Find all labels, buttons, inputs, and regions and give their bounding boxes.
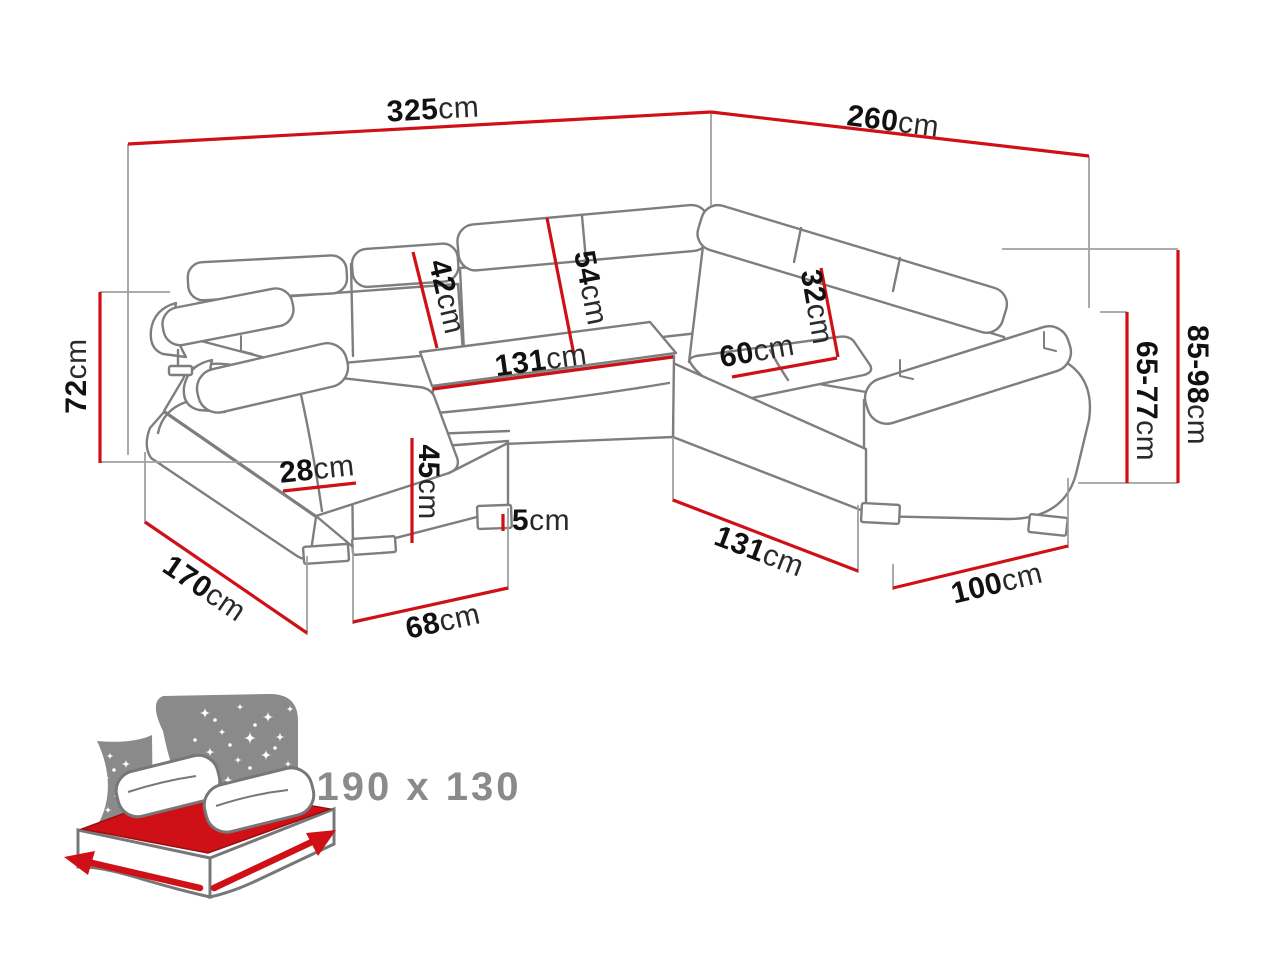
dimension-unit: cm — [437, 90, 481, 126]
dim-line-backrest-left — [411, 251, 439, 349]
bed-size-value: 190 x 130 — [316, 765, 522, 809]
dimension-guide-lines — [100, 112, 1178, 635]
dimension-value: 72 — [60, 379, 93, 414]
headrest-brackets — [240, 331, 1057, 380]
dim-line-right-section-length — [672, 498, 859, 573]
dimension-label-armrest-height: 65-77cm — [1130, 340, 1163, 462]
dimension-value: 5 — [511, 504, 530, 537]
dim-line-backrest-corner — [545, 217, 576, 356]
dimension-label-leg-height: 5cm — [512, 506, 570, 536]
dimension-unit: cm — [750, 328, 797, 369]
dimension-label-seat-height: 45cm — [412, 444, 445, 520]
dimension-value: 28 — [277, 453, 316, 490]
dimension-value: 65-77 — [1130, 340, 1163, 421]
dimension-unit: cm — [799, 300, 840, 347]
dim-line-backrest-right — [819, 267, 840, 358]
dim-line-chaise-width — [352, 586, 509, 624]
dim-line-seat-right — [731, 356, 838, 379]
dim-line-total-width — [127, 110, 712, 146]
dimension-label-total-width: 325cm — [385, 90, 481, 129]
dimension-value: 85-98 — [1181, 324, 1214, 405]
dim-line-total-depth — [710, 110, 1090, 158]
dimension-unit: cm — [1130, 420, 1163, 462]
dimension-value: 45 — [412, 444, 445, 479]
dimension-unit: cm — [896, 105, 942, 144]
sofa-illustration — [145, 203, 1092, 566]
dimension-value: 260 — [845, 99, 901, 139]
dim-line-chaise-length — [144, 520, 308, 635]
dimension-label-armrest-width: 28cm — [277, 449, 357, 490]
dimension-value: 325 — [385, 92, 440, 129]
dimension-unit: cm — [311, 449, 357, 487]
dimension-unit: cm — [60, 338, 93, 380]
bed-size-label: 190 x 130 — [317, 767, 522, 807]
bed-icon — [64, 694, 336, 899]
dim-line-seat-front — [432, 355, 674, 391]
dimension-value: 131 — [492, 343, 549, 384]
dimension-unit: cm — [529, 504, 571, 537]
bed-size-arrows — [64, 830, 336, 892]
dimension-lines — [98, 110, 1180, 635]
dimension-unit: cm — [412, 478, 445, 520]
dimension-label-height-left: 72cm — [60, 338, 93, 414]
dimension-label-max-height: 85-98cm — [1181, 324, 1214, 446]
dimension-unit: cm — [543, 337, 590, 377]
dim-line-armrest-width — [282, 481, 357, 493]
dim-line-right-section-width — [892, 544, 1069, 590]
dimension-unit: cm — [1181, 404, 1214, 446]
